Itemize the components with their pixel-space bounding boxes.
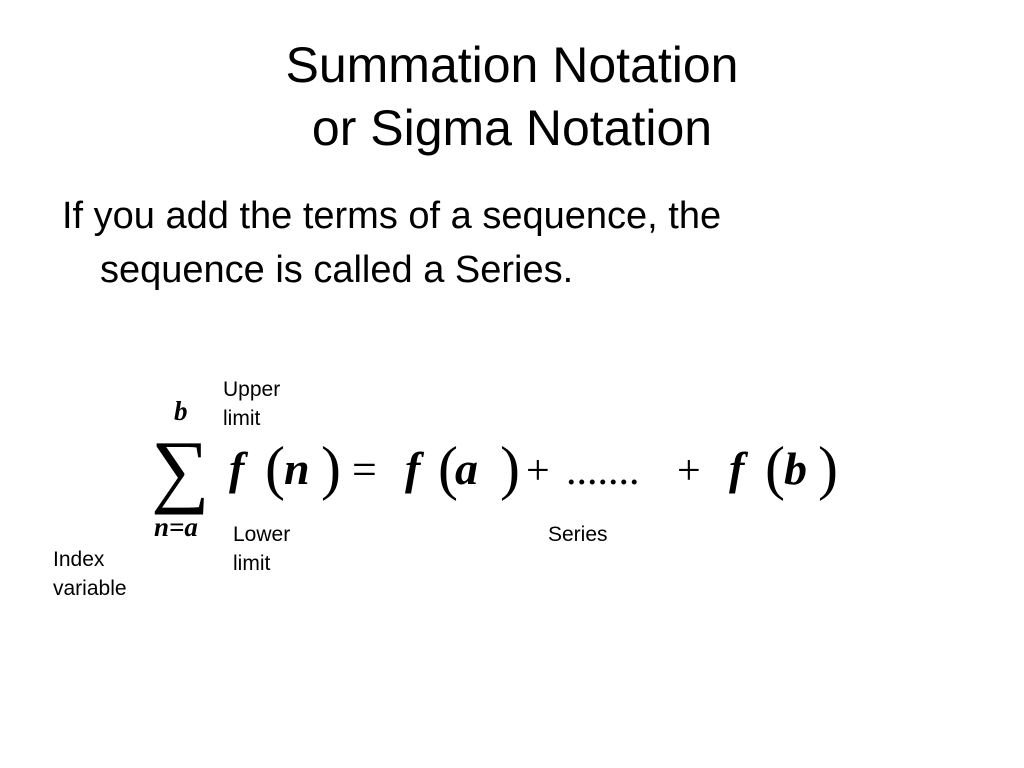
upper-limit-label-line-2: limit <box>223 407 261 430</box>
index-variable-label: Index variable <box>53 545 127 603</box>
body-text: If you add the terms of a sequence, the … <box>62 189 962 297</box>
index-variable-label-line-1: Index <box>53 548 105 571</box>
upper-limit-var: b <box>174 396 188 426</box>
lhs-function: f <box>229 443 249 494</box>
lhs-open-paren: ( <box>265 435 285 501</box>
first-term-function: f <box>405 443 425 494</box>
series-label: Series <box>548 520 608 549</box>
title-line-2: or Sigma Notation <box>311 100 713 156</box>
first-term-open-paren: ( <box>438 435 458 501</box>
lhs-argument: n <box>284 443 310 494</box>
series-label-text: Series <box>548 523 608 546</box>
last-term-open-paren: ( <box>765 435 785 501</box>
ellipsis: ....... <box>566 448 640 494</box>
lower-limit-label-line-2: limit <box>233 552 271 575</box>
sigma-symbol: ∑ <box>151 424 209 515</box>
lhs-close-paren: ) <box>321 435 341 501</box>
body-line-1: If you add the terms of a sequence, the <box>62 195 722 237</box>
lower-limit-label: Lower limit <box>233 520 290 578</box>
lower-limit-label-line-1: Lower <box>233 523 291 546</box>
last-term-argument: b <box>784 443 807 494</box>
title-line-1: Summation Notation <box>285 37 739 93</box>
first-term-argument: a <box>455 443 478 494</box>
index-variable-label-line-2: variable <box>53 577 127 600</box>
body-line-2: sequence is called a Series. <box>100 249 574 291</box>
upper-limit-label-line-1: Upper <box>223 378 281 401</box>
slide-title: Summation Notation or Sigma Notation <box>0 34 1024 160</box>
last-term-close-paren: ) <box>818 435 838 501</box>
first-term-close-paren: ) <box>500 435 520 501</box>
equals-sign: = <box>352 445 377 494</box>
plus-sign-2: + <box>677 448 701 494</box>
upper-limit-label: Upper limit <box>223 375 280 433</box>
lower-index: n=a <box>154 512 198 542</box>
last-term-function: f <box>729 443 749 494</box>
plus-sign-1: + <box>526 448 550 494</box>
